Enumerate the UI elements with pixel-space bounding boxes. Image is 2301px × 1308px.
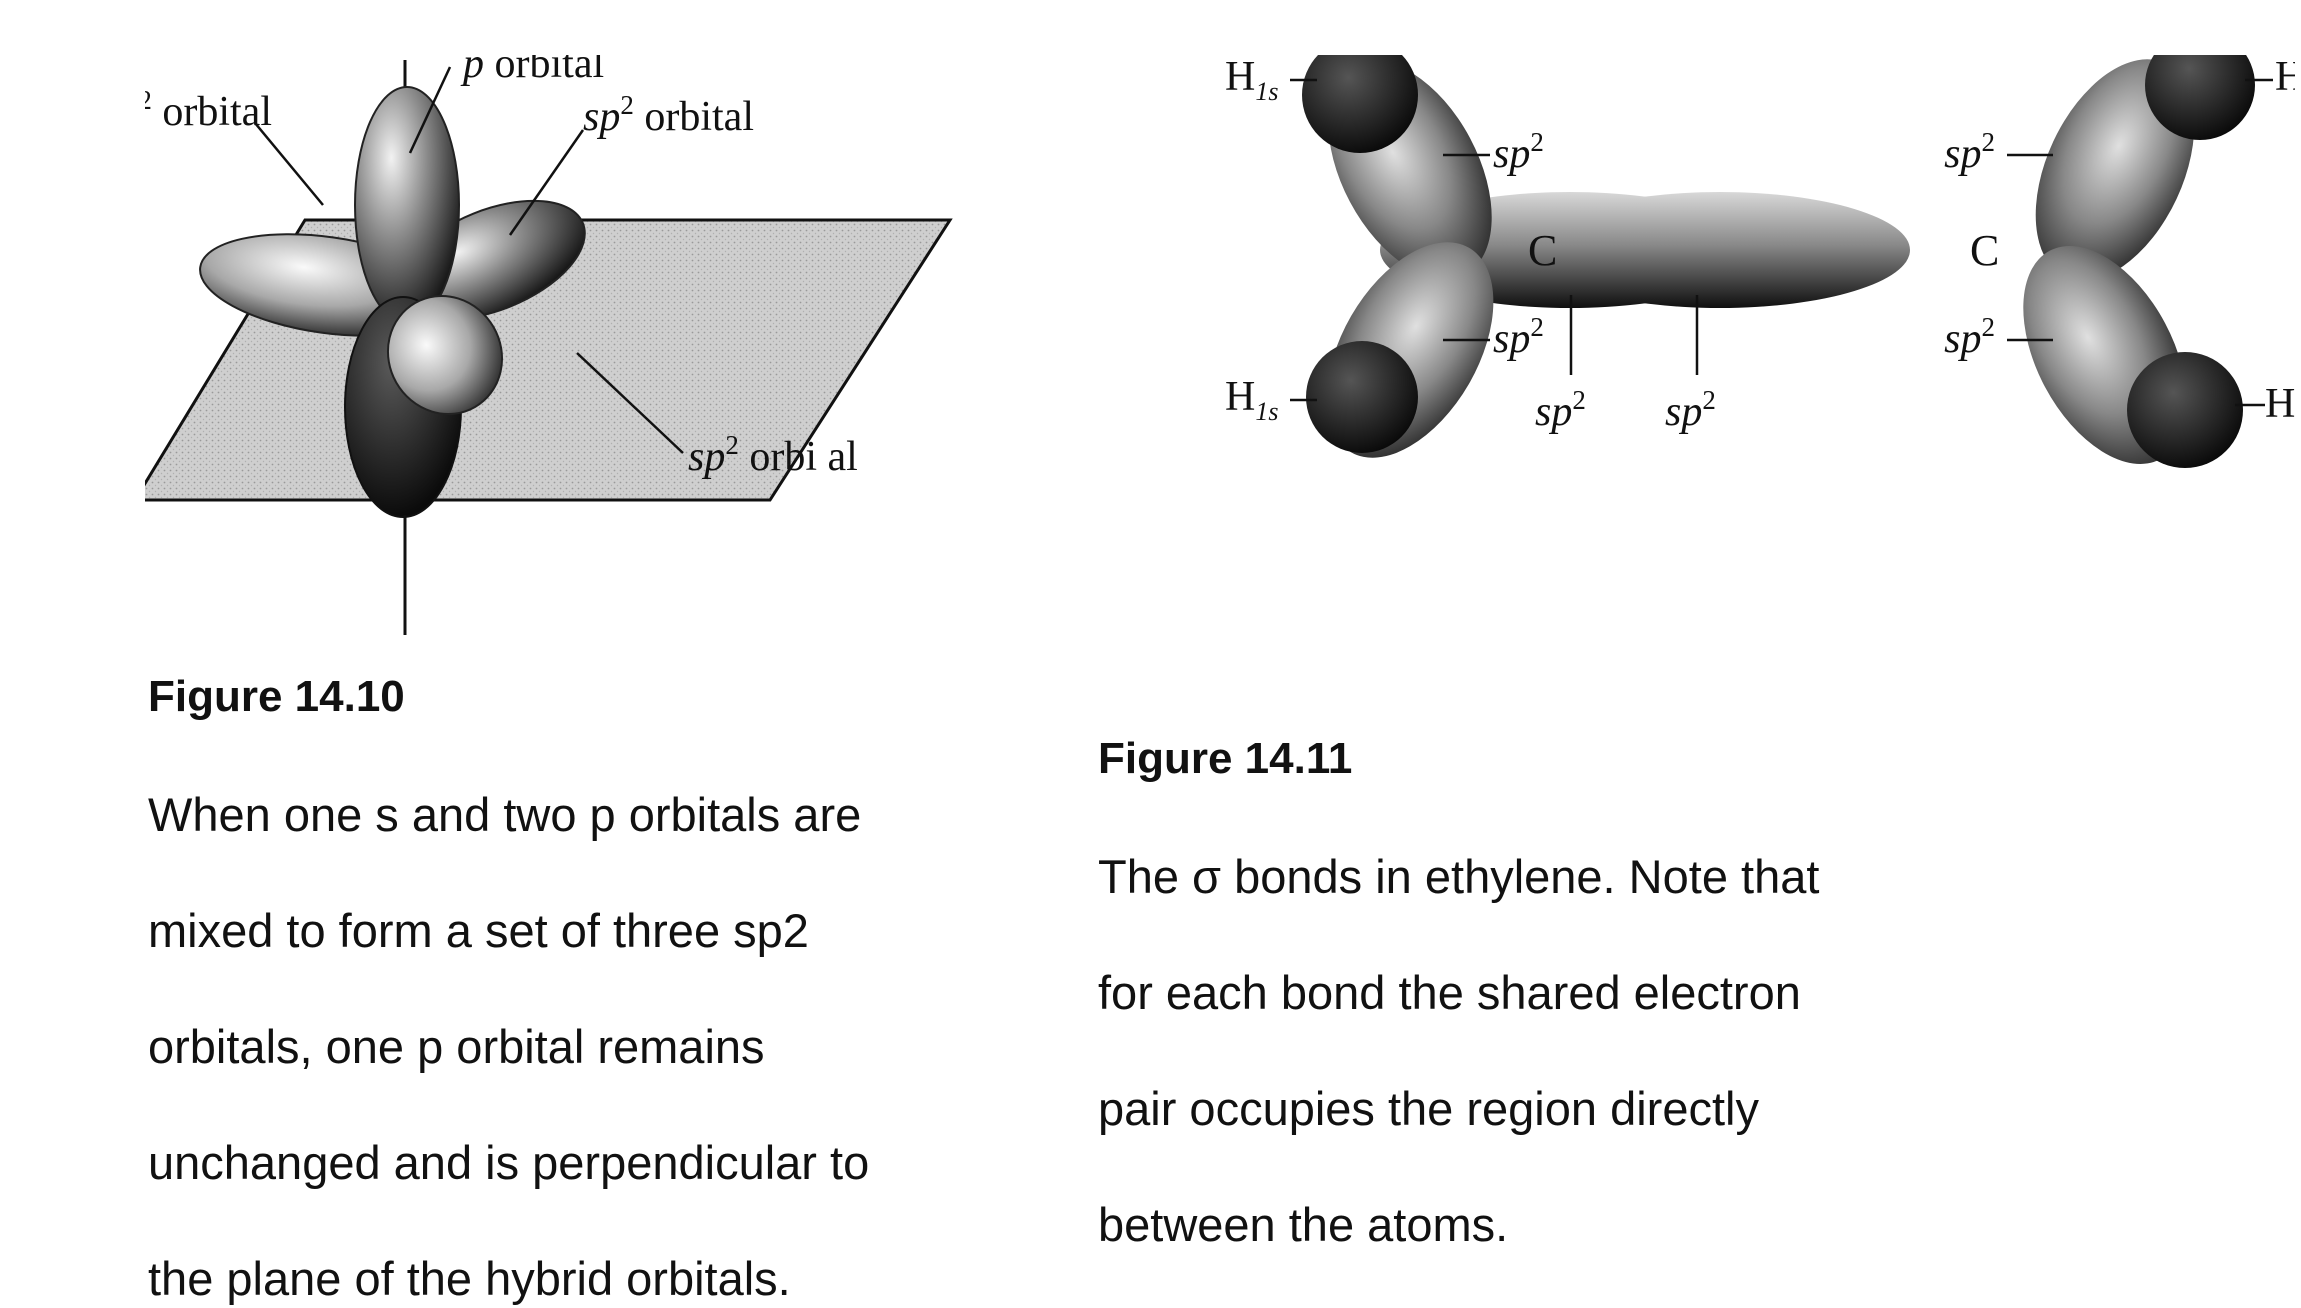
- h1s-ball-upper-right: [2145, 55, 2255, 140]
- label-sp2-orbital-right: sp2 orbital: [583, 90, 754, 140]
- caption-line: orbitals, one p orbital remains: [148, 1020, 765, 1073]
- svg-text:sp2: sp2: [1493, 127, 1544, 177]
- svg-text:sp2: sp2: [1665, 385, 1716, 435]
- sp2-label-lower-right: sp2: [1944, 312, 2053, 362]
- caption-line: unchanged and is perpendicular to: [148, 1136, 870, 1189]
- label-p-orbital: p orbital: [460, 55, 604, 87]
- h1s-label-lower-left: H1s: [1225, 374, 1317, 426]
- h1s-label-lower-right: H1s: [2235, 381, 2295, 433]
- figure-14-10-caption: Figure 14.10 When one s and two p orbita…: [148, 668, 1068, 1308]
- label-sp2-orbital-bottom: sp2 orbi al: [688, 430, 858, 480]
- figure-14-11-caption-body: The σ bonds in ethylene. Note that for e…: [1098, 790, 1998, 1254]
- svg-text:sp2: sp2: [1493, 312, 1544, 362]
- carbon-label-right: C: [1970, 226, 1999, 275]
- caption-line: The σ bonds in ethylene. Note that: [1098, 850, 1820, 903]
- svg-text:H1s: H1s: [1225, 374, 1278, 426]
- leader-sp2-bottom: [576, 352, 684, 454]
- sp2-label-upper-left: sp2: [1443, 127, 1544, 177]
- sp2-lobe-front: [386, 294, 504, 416]
- sp2-label-cc-right: sp2: [1665, 295, 1716, 435]
- svg-text:H1s: H1s: [1225, 55, 1278, 106]
- leader-sp2-left: [254, 122, 324, 206]
- figure-14-11-diagram: C C H1s H1s H1s H1s sp2 sp2 sp2 sp2 sp2 …: [1225, 55, 2295, 468]
- caption-line: pair occupies the region directly: [1098, 1082, 1759, 1135]
- h1s-ball-lower-right: [2127, 352, 2243, 468]
- caption-line: the plane of the hybrid orbitals.: [148, 1252, 791, 1305]
- svg-text:sp2: sp2: [1944, 312, 1995, 362]
- caption-line: When one s and two p orbitals are: [148, 788, 862, 841]
- leader-p-orbital: [408, 66, 452, 154]
- sp2-label-lower-left: sp2: [1443, 312, 1544, 362]
- h1s-ball-upper-left: [1302, 55, 1418, 153]
- figure-14-10-caption-body: When one s and two p orbitals are mixed …: [148, 728, 1068, 1308]
- h1s-ball-lower-left: [1306, 341, 1418, 453]
- svg-text:H1s: H1s: [2275, 55, 2295, 106]
- p-lobe-top: [354, 86, 460, 324]
- leader-sp2-right: [508, 129, 585, 236]
- svg-text:sp2: sp2: [1535, 385, 1586, 435]
- caption-line: between the atoms.: [1098, 1198, 1509, 1251]
- caption-line: mixed to form a set of three sp2: [148, 904, 809, 957]
- svg-text:H1s: H1s: [2265, 381, 2295, 433]
- h1s-label-upper-left: H1s: [1225, 55, 1317, 106]
- carbon-label-left: C: [1528, 226, 1557, 275]
- figure-14-10-heading: Figure 14.10: [148, 672, 405, 721]
- sp2-label-upper-right: sp2: [1944, 127, 2053, 177]
- cc-sp2-lobe-right: [1530, 192, 1910, 308]
- figure-14-10-diagram: p orbital sp2 orbital sp2 orbital sp2 or…: [145, 55, 953, 635]
- figure-14-11-caption: Figure 14.11 The σ bonds in ethylene. No…: [1098, 730, 1998, 1254]
- sp2-label-cc-left: sp2: [1535, 295, 1586, 435]
- svg-text:sp2: sp2: [1944, 127, 1995, 177]
- figure-14-11-heading: Figure 14.11: [1098, 734, 1353, 783]
- h1s-label-upper-right: H1s: [2245, 55, 2295, 106]
- label-sp2-orbital-left: sp2 orbital: [145, 85, 272, 135]
- caption-line: for each bond the shared electron: [1098, 966, 1801, 1019]
